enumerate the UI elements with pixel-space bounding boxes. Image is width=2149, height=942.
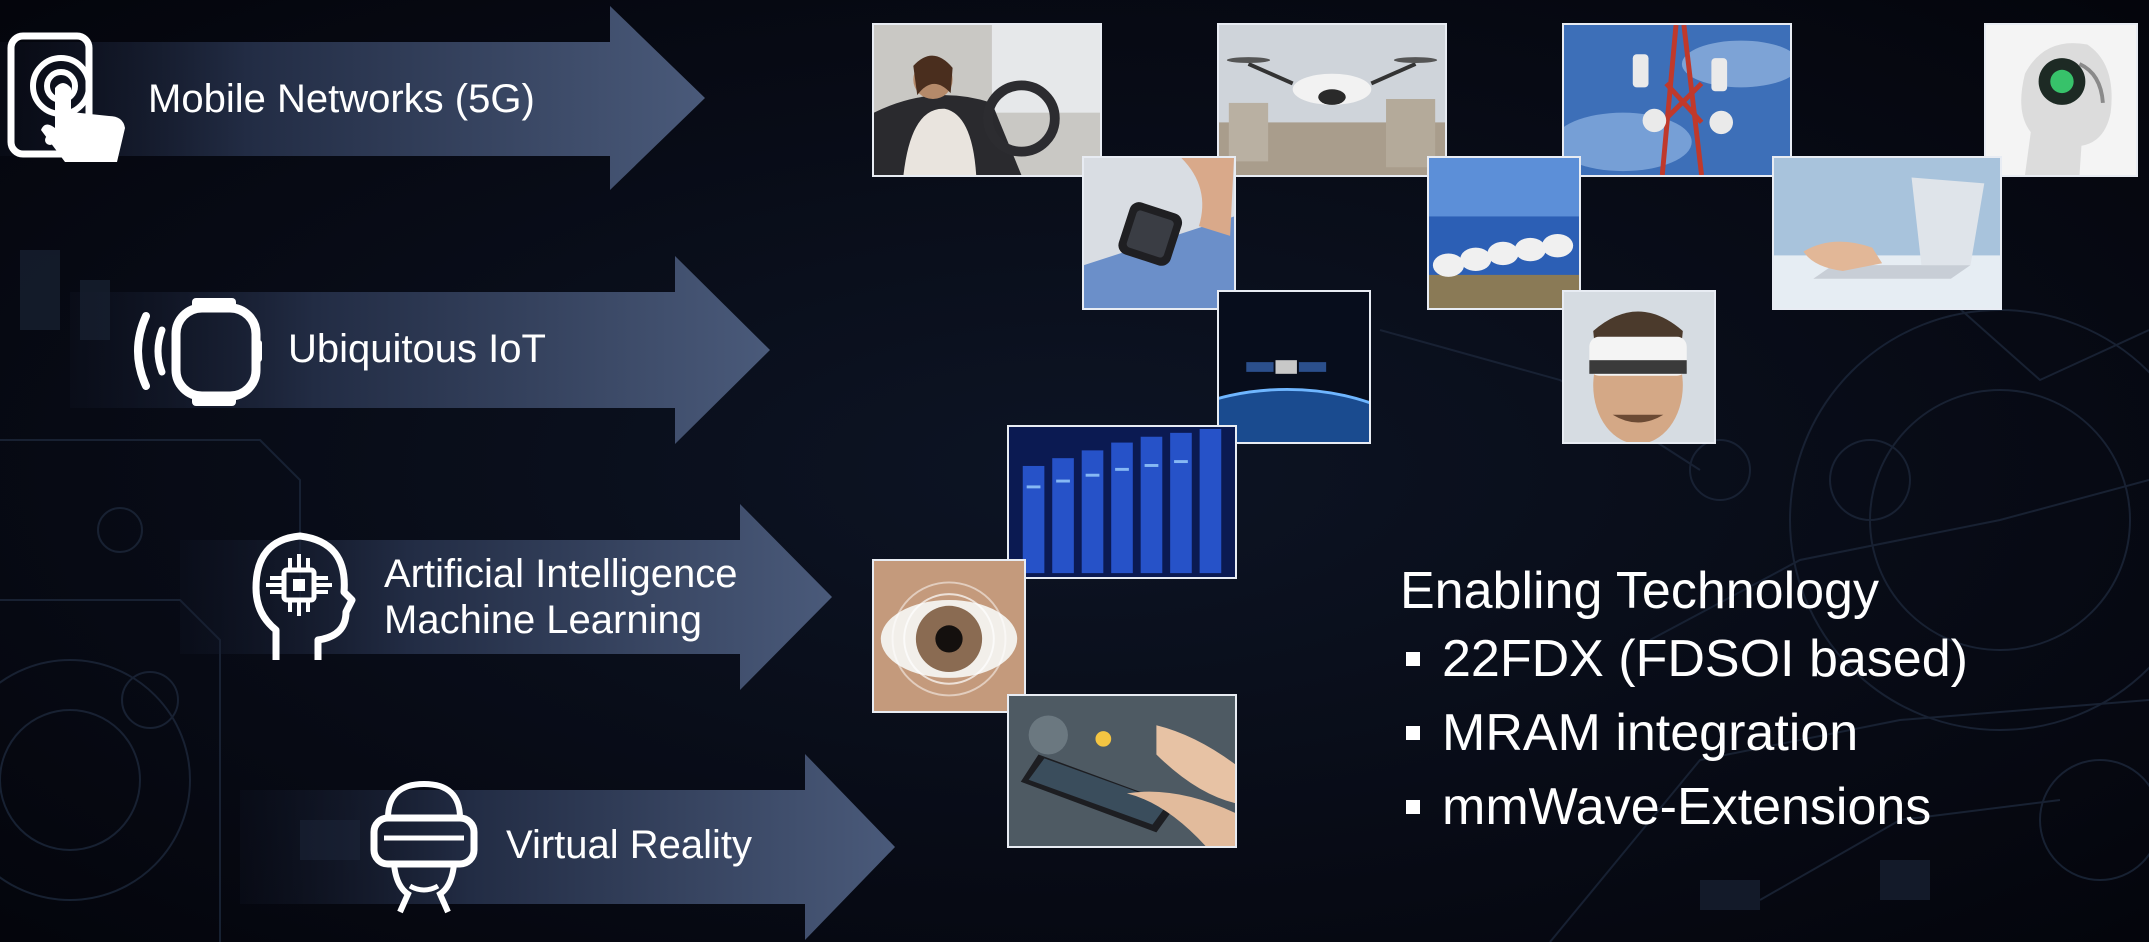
- bullet-mram: MRAM integration: [1400, 696, 1968, 770]
- bullet-text: 22FDX (FDSOI based): [1442, 630, 1968, 688]
- bullet-22fdx: 22FDX (FDSOI based): [1400, 622, 1968, 696]
- laptop-image: [1772, 156, 2002, 310]
- woman-in-car-image: [872, 23, 1102, 177]
- arrow-label-mobile-networks: Mobile Networks (5G): [148, 77, 535, 121]
- vr-man-image: [1562, 290, 1716, 444]
- arrow-ai-ml: [180, 504, 832, 690]
- bullet-marker: [1406, 800, 1420, 814]
- arrow-label-virtual-reality: Virtual Reality: [506, 823, 753, 867]
- bullet-text: MRAM integration: [1442, 704, 1859, 762]
- robot-head-image: [1984, 23, 2138, 177]
- satellite-dishes-image: [1427, 156, 1581, 310]
- ai-head-icon: [252, 532, 356, 660]
- server-racks-image: [1007, 425, 1237, 579]
- cell-tower-image: [1562, 23, 1792, 177]
- arrow-label-ai-ml: Artificial Intelligence Machine Learning: [384, 552, 738, 642]
- smartwatch-image: [1082, 156, 1236, 310]
- bullet-marker: [1406, 652, 1420, 666]
- arrow-ubiquitous-iot: [70, 256, 770, 444]
- bullet-text: mmWave-Extensions: [1442, 778, 1932, 836]
- panel-title: Enabling Technology: [1400, 562, 1879, 620]
- smartwatch-signal-icon: [134, 298, 262, 406]
- vr-headset-icon: [370, 780, 478, 914]
- bullet-marker: [1406, 726, 1420, 740]
- drone-image: [1217, 23, 1447, 177]
- bullet-mmwave: mmWave-Extensions: [1400, 770, 1968, 844]
- tablet-touch-image: [1007, 694, 1237, 848]
- enabling-technology-panel: Enabling Technology 22FDX (FDSOI based) …: [1400, 560, 1968, 844]
- eye-scan-image: [872, 559, 1026, 713]
- touch-phone-icon: [7, 32, 125, 162]
- arrow-mobile-networks: [0, 6, 705, 190]
- satellite-orbit-image: [1217, 290, 1371, 444]
- arrow-label-ubiquitous-iot: Ubiquitous IoT: [288, 327, 546, 371]
